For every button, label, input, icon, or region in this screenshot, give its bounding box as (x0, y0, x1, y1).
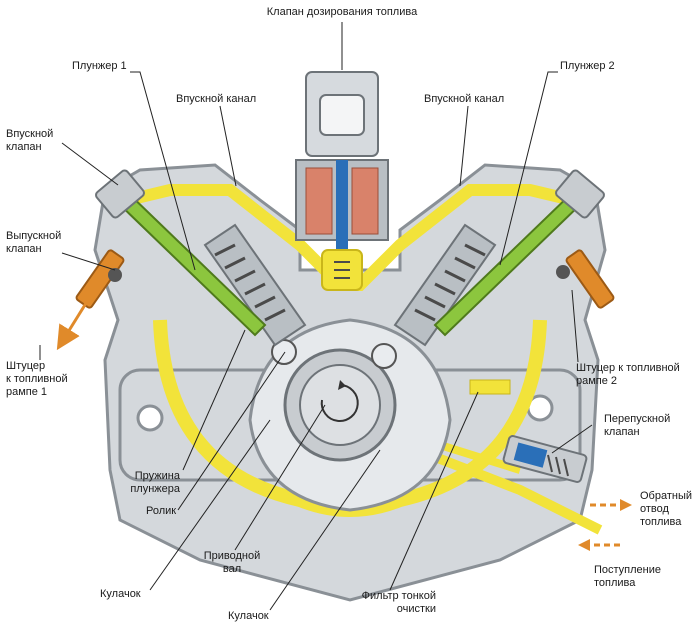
label-cam-bottom: Кулачок (228, 610, 269, 622)
label-bypass-valve: Перепускной клапан (604, 413, 671, 438)
drive-shaft (299, 364, 381, 446)
label-intake-channel-right: Впускной канал (424, 93, 505, 105)
solenoid-coil-left (305, 167, 333, 235)
connector-socket (319, 94, 365, 136)
label-exhaust-valve: Выпускной клапан (6, 230, 62, 255)
label-fuel-supply: Поступление топлива (594, 564, 662, 589)
label-rail-fitting-2: Штуцер к топливной рампе 2 (576, 362, 680, 387)
rail-fitting-2 (556, 249, 615, 309)
label-plunger-1: Плунжер 1 (72, 60, 127, 72)
rail-fitting-1 (56, 249, 125, 351)
fuel-channel-supply (428, 450, 603, 535)
fuel-metering-valve (295, 71, 389, 291)
label-fine-filter: Фильтр тонкой очистки (361, 590, 436, 615)
rotation-arrow (320, 384, 359, 422)
label-intake-channel-left: Впускной канал (176, 93, 257, 105)
leader-lines (39, 22, 593, 611)
return-arrowhead (620, 499, 632, 511)
label-roller: Ролик (146, 505, 177, 517)
intake-valve-right (555, 169, 605, 219)
plunger-2-assembly (393, 188, 587, 347)
roller-right (371, 343, 397, 369)
exhaust-valve-ball-left (108, 268, 122, 282)
label-cam-left: Кулачок (100, 588, 141, 600)
supply-arrowhead (578, 539, 590, 551)
intake-valve-left (95, 169, 145, 219)
label-metering-valve: Клапан дозирования топлива (266, 6, 418, 18)
solenoid-coil-right (351, 167, 379, 235)
label-rail-fitting-1: Штуцер к топливной рампе 1 (6, 360, 68, 398)
exhaust-valve-ball-right (556, 265, 570, 279)
fine-filter (469, 379, 511, 395)
mount-hole-left (136, 404, 164, 432)
label-drive-shaft: Приводной вал (203, 550, 261, 575)
label-plunger-2: Плунжер 2 (560, 60, 615, 72)
bypass-valve (502, 435, 588, 483)
solenoid-core (336, 160, 348, 255)
plunger-1-spring (214, 243, 286, 322)
rotation-arrowhead (338, 380, 346, 390)
label-return-line: Обратный отвод топлива (640, 490, 693, 528)
fuel-channel-return (438, 441, 522, 474)
plunger-2-spring (414, 243, 486, 322)
label-intake-valve: Впускной клапан (6, 128, 54, 153)
label-plunger-spring: Пружина плунжера (130, 470, 180, 495)
